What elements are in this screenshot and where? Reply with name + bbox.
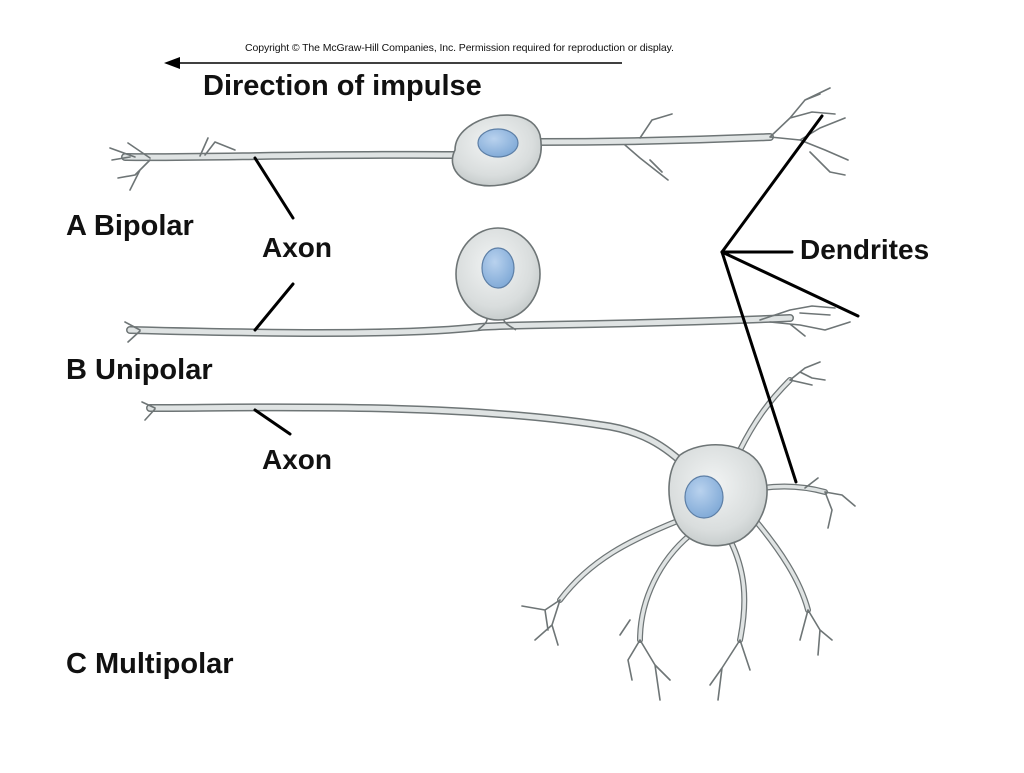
direction-of-impulse-label: Direction of impulse — [203, 70, 482, 102]
copyright-notice: Copyright © The McGraw-Hill Companies, I… — [245, 42, 674, 54]
dendrites-label: Dendrites — [800, 234, 930, 265]
unipolar-label: B Unipolar — [66, 354, 213, 386]
multipolar-neuron — [141, 361, 856, 701]
multipolar-label: C Multipolar — [66, 648, 234, 680]
axon-label-upper: Axon — [262, 232, 332, 263]
bipolar-neuron — [109, 87, 849, 191]
direction-arrow — [164, 57, 622, 69]
bipolar-label: A Bipolar — [66, 210, 194, 242]
axon-label-lower: Axon — [262, 444, 332, 475]
unipolar-neuron — [124, 227, 851, 343]
leader-lines — [253, 114, 860, 484]
